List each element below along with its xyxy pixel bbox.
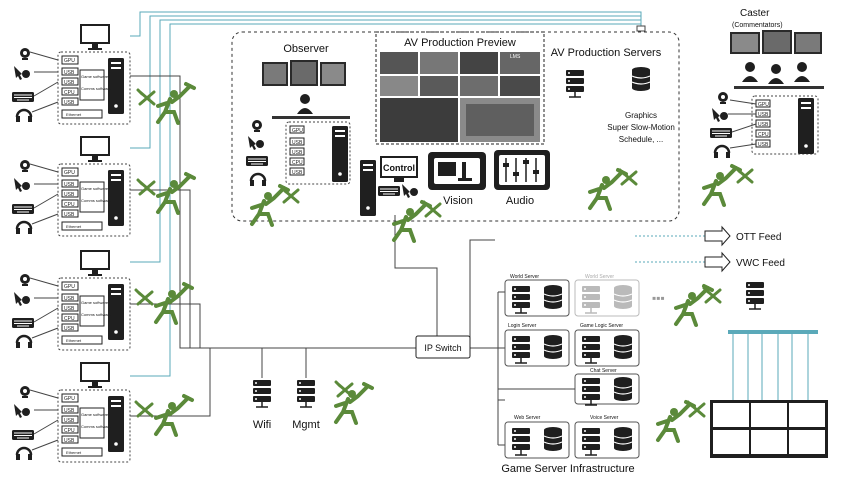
more-servers-ellipsis: ▪▪▪: [652, 291, 665, 305]
observer-section: Observer GPU USB USB CPU USB: [245, 43, 351, 227]
world-server-label: World Server: [510, 274, 539, 280]
pc-usb-label: USB: [64, 70, 75, 76]
caster-pc-usb-label: USB: [758, 122, 769, 128]
vision-mixer-icon: [428, 152, 486, 190]
preview-overlay-text: LMS: [510, 54, 521, 60]
caster-pc-cpu-label: CPU: [758, 132, 769, 138]
pc-gpu-label: GPU: [64, 396, 75, 402]
production-control-console: Control Vision Audio: [360, 150, 550, 243]
observer-pc-usb-label: USB: [292, 140, 303, 146]
player-station-4: GPU USB USB CPU USB Game software Comms …: [11, 362, 194, 463]
caster-screens: [730, 30, 822, 54]
network-lines: [130, 75, 505, 446]
player-station-1: GPU USB USB CPU USB Game software Comms …: [11, 24, 196, 125]
pc-usb-label: USB: [64, 212, 75, 218]
pc-comms-software-label: Comms software: [81, 312, 112, 317]
voice-server-label: Voice Server: [590, 415, 619, 421]
av-servers-line1: Graphics: [625, 111, 657, 120]
pc-cpu-label: CPU: [64, 202, 75, 208]
chat-server-label: Chat Server: [590, 368, 617, 374]
pc-comms-software-label: Comms software: [81, 86, 112, 91]
av-production-preview: AV Production Preview LMS: [375, 31, 545, 145]
pc-game-software-label: Game software: [81, 412, 109, 417]
observer-pc-cpu-label: CPU: [292, 160, 303, 166]
control-label: Control: [383, 163, 415, 173]
av-preview-title: AV Production Preview: [404, 37, 516, 49]
output-feeds: OTT Feed VWC Feed: [704, 225, 785, 273]
pc-usb-label: USB: [64, 326, 75, 332]
world-server-ghost-label: World Server: [585, 274, 614, 280]
observer-pc-gpu-label: GPU: [292, 128, 303, 134]
caster-section: Caster (Commentators) GPU USB USB CPU US…: [702, 8, 824, 207]
vwc-feed-label: VWC Feed: [736, 258, 785, 269]
pc-ethernet-label: Ethernet: [66, 450, 82, 455]
production-area-boundary: [231, 31, 680, 222]
pc-game-software-label: Game software: [81, 74, 109, 79]
pc-game-software-label: Game software: [81, 186, 109, 191]
vision-label: Vision: [443, 195, 473, 207]
pc-gpu-label: GPU: [64, 284, 75, 290]
player-station-3: GPU USB USB CPU USB Game software Comms …: [11, 250, 194, 351]
web-server-label: Web Server: [514, 415, 541, 421]
caster-pc-gpu-label: GPU: [758, 102, 769, 108]
pc-usb-label: USB: [64, 408, 75, 414]
pc-gpu-label: GPU: [64, 170, 75, 176]
ip-switch: IP Switch: [415, 335, 471, 359]
pc-comms-software-label: Comms software: [81, 424, 112, 429]
av-servers-line2: Super Slow-Motion: [607, 123, 675, 132]
pc-cpu-label: CPU: [64, 428, 75, 434]
pc-ethernet-label: Ethernet: [66, 112, 82, 117]
caster-pc-usb-label: USB: [758, 112, 769, 118]
pc-cpu-label: CPU: [64, 316, 75, 322]
observer-title: Observer: [283, 43, 329, 55]
login-server-label: Login Server: [508, 323, 537, 329]
player-station-2: GPU USB USB CPU USB Game software Comms …: [11, 136, 196, 237]
mgmt-label: Mgmt: [292, 419, 320, 431]
ott-feed-label: OTT Feed: [736, 232, 781, 243]
pc-game-software-label: Game software: [81, 300, 109, 305]
video-wall-section: [656, 281, 828, 458]
mgmt-server: Mgmt: [292, 379, 374, 431]
observer-pc-usb-label: USB: [292, 170, 303, 176]
av-servers-title: AV Production Servers: [551, 47, 662, 59]
caster-pc-usb-label: USB: [758, 142, 769, 148]
game-logic-server-label: Game Logic Server: [580, 323, 623, 329]
pc-usb-label: USB: [64, 418, 75, 424]
pc-gpu-label: GPU: [64, 58, 75, 64]
observer-screens: [262, 60, 346, 86]
observer-pc-usb-label: USB: [292, 150, 303, 156]
preview-video-grid: [380, 52, 540, 142]
pc-comms-software-label: Comms software: [81, 198, 112, 203]
audio-mixer-icon: [494, 150, 550, 190]
pc-usb-label: USB: [64, 296, 75, 302]
wifi-server: Wifi: [252, 379, 272, 431]
pc-usb-label: USB: [64, 438, 75, 444]
pc-cpu-label: CPU: [64, 90, 75, 96]
pc-usb-label: USB: [64, 100, 75, 106]
pc-usb-label: USB: [64, 306, 75, 312]
game-server-infrastructure-title: Game Server Infrastructure: [501, 463, 634, 475]
caster-subtitle: (Commentators): [732, 22, 783, 29]
pc-ethernet-label: Ethernet: [66, 224, 82, 229]
av-production-servers: AV Production Servers Graphics Super Slo…: [551, 47, 675, 211]
game-server-infrastructure: World Server World Server ▪▪▪ Login Serv…: [498, 274, 665, 475]
pc-usb-label: USB: [64, 192, 75, 198]
ip-switch-label: IP Switch: [424, 343, 461, 353]
pc-ethernet-label: Ethernet: [66, 338, 82, 343]
pc-usb-label: USB: [64, 182, 75, 188]
caster-title: Caster: [740, 8, 770, 19]
pc-usb-label: USB: [64, 80, 75, 86]
av-servers-line3: Schedule, ...: [619, 135, 663, 144]
audio-label: Audio: [506, 195, 534, 207]
wifi-label: Wifi: [253, 419, 271, 431]
